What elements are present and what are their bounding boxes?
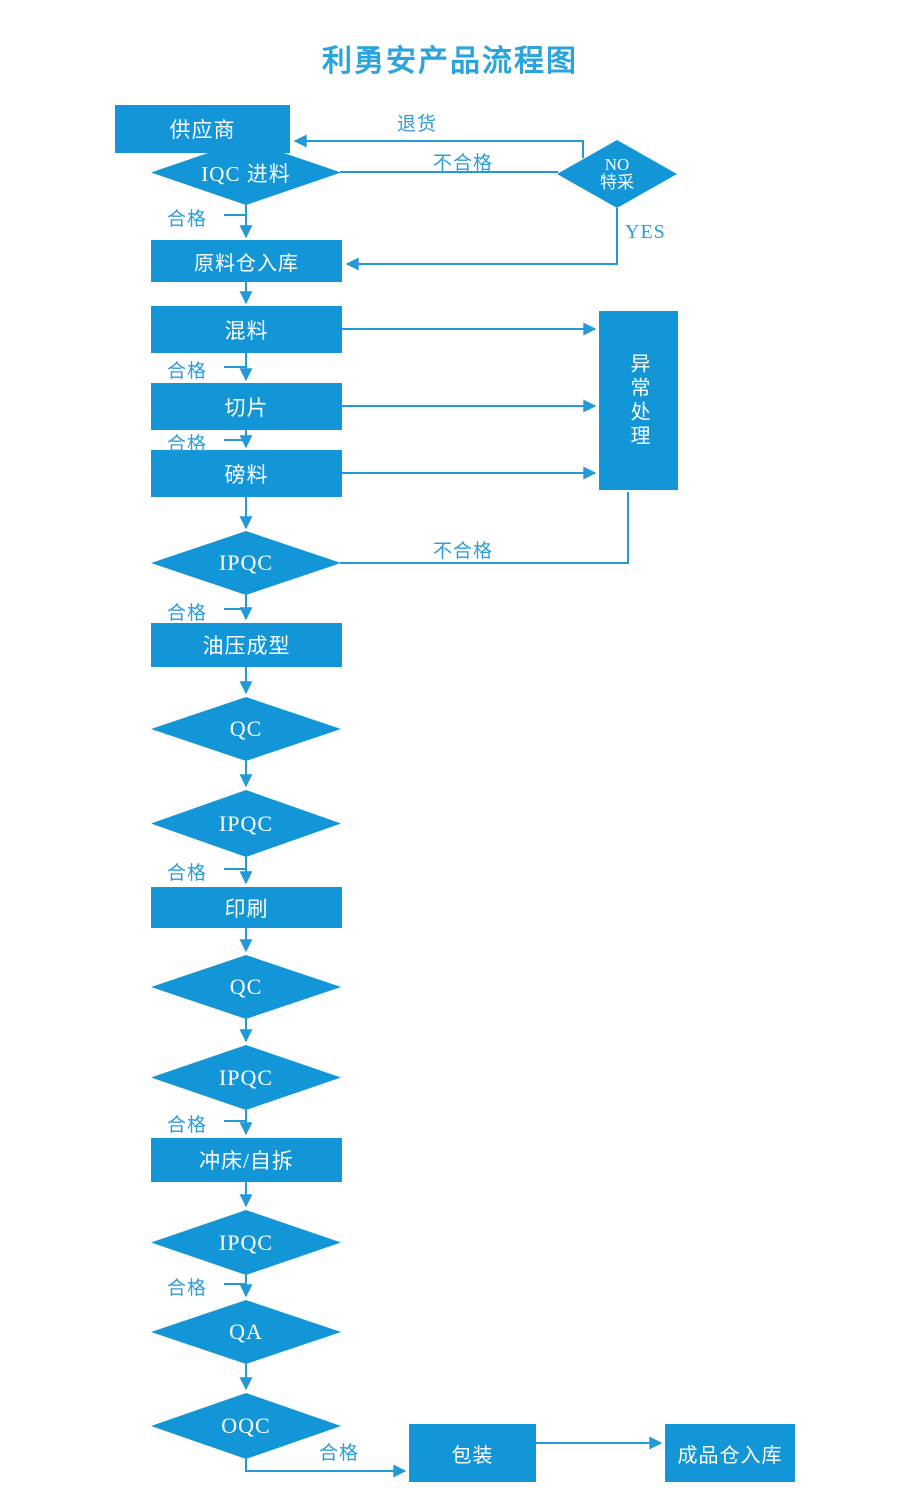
label-pass-7: 合格 [167, 1278, 208, 1299]
node-packing: 包装 [409, 1424, 536, 1482]
edge-return-goods [293, 134, 584, 158]
node-raw-material-warehouse: 原料仓入库 [151, 240, 342, 282]
node-punching: 冲床/自拆 [151, 1138, 342, 1182]
special-purchase-line2: 特采 [600, 173, 634, 192]
node-slicing: 切片 [151, 383, 342, 430]
label-pass-8: 合格 [319, 1443, 360, 1464]
label-yes: YES [625, 221, 666, 243]
label-fail-iqc: 不合格 [433, 153, 494, 174]
node-finished-goods-warehouse: 成品仓入库 [665, 1424, 795, 1482]
node-printing: 印刷 [151, 887, 342, 928]
label-fail-ipqc: 不合格 [433, 541, 494, 562]
label-pass-6: 合格 [167, 1115, 208, 1136]
page-title: 利勇安产品流程图 [322, 45, 578, 78]
label-pass-1: 合格 [167, 209, 208, 230]
label-pass-5: 合格 [167, 863, 208, 884]
special-purchase-line1: NO [604, 155, 630, 175]
special-purchase-text: NO 特采 [600, 156, 634, 192]
node-weighing: 磅料 [151, 450, 342, 497]
label-return-goods: 退货 [397, 114, 438, 135]
label-pass-4: 合格 [167, 603, 208, 624]
edge-ipqc1-fail-to-exception [340, 492, 629, 564]
node-exception-handling: 异常处理 [599, 311, 678, 490]
edge-special-yes-to-raw [345, 208, 618, 271]
node-hydraulic-molding: 油压成型 [151, 623, 342, 667]
label-pass-3: 合格 [167, 434, 208, 455]
node-mixing: 混料 [151, 306, 342, 353]
label-pass-2: 合格 [167, 361, 208, 382]
node-supplier: 供应商 [115, 105, 290, 153]
edge-oqc-pass-to-packing [245, 1459, 407, 1478]
